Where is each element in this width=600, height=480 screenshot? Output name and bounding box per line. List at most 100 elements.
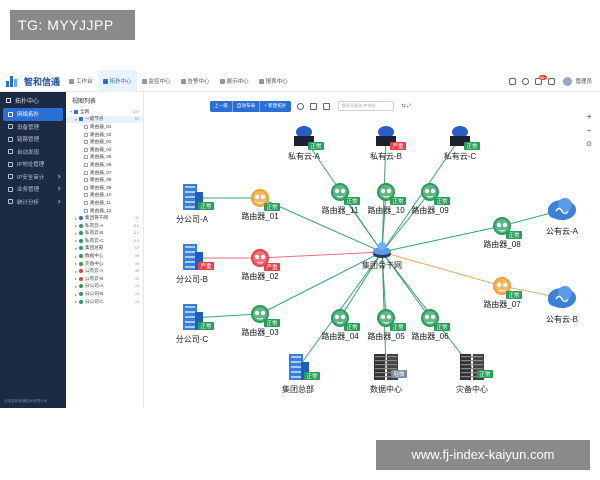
topology-graph[interactable]: 正常私有云-A严重私有云-B正常私有云-C正常路由器_01正常路由器_11正常路… bbox=[144, 92, 600, 408]
refresh-icon[interactable] bbox=[296, 102, 304, 110]
link-line[interactable] bbox=[259, 197, 383, 253]
tree-node[interactable]: 路由器_11 bbox=[66, 199, 143, 207]
zoom-in-button[interactable]: + bbox=[586, 112, 592, 121]
tree-checkbox[interactable] bbox=[84, 178, 88, 183]
expand-toggle-icon[interactable]: ▸ bbox=[75, 268, 78, 274]
tree-node[interactable]: 路由器_02 bbox=[66, 131, 143, 139]
sidebar-item[interactable]: IP安全审计 bbox=[0, 171, 66, 184]
sidebar-item[interactable]: 链路管理 bbox=[0, 133, 66, 146]
tree-node[interactable]: 路由器_09 bbox=[66, 184, 143, 192]
tree-checkbox[interactable] bbox=[84, 193, 88, 198]
expand-toggle-icon[interactable]: ▸ bbox=[75, 291, 78, 297]
tree-node[interactable]: 路由器_03 bbox=[66, 138, 143, 146]
toolbar-button[interactable]: 自动布局 bbox=[233, 100, 261, 112]
expand-toggle-icon[interactable]: ▸ bbox=[75, 261, 78, 267]
tree-checkbox[interactable] bbox=[74, 109, 78, 114]
tree-node[interactable]: 路由器_04 bbox=[66, 146, 143, 154]
link-line[interactable] bbox=[381, 251, 503, 287]
topology-node[interactable]: 公有云-A bbox=[546, 198, 579, 236]
top-nav-item[interactable]: 拓扑中心 bbox=[97, 70, 137, 92]
layout-tools[interactable]: ⇆ ⤢ bbox=[401, 103, 412, 109]
expand-toggle-icon[interactable]: ▸ bbox=[75, 245, 78, 251]
top-nav-item[interactable]: 监控中心 bbox=[137, 70, 176, 92]
top-nav-item[interactable]: 展示中心 bbox=[215, 70, 254, 92]
device-search-input[interactable]: 搜索设备名/IP地址 bbox=[337, 101, 394, 111]
top-nav-item[interactable]: 报表中心 bbox=[254, 70, 293, 92]
tree-checkbox[interactable] bbox=[84, 200, 88, 205]
zoom-reset-button[interactable]: ⊙ bbox=[586, 141, 592, 148]
link-line[interactable] bbox=[381, 191, 387, 253]
tree-checkbox[interactable] bbox=[84, 132, 88, 137]
expand-toggle-icon[interactable]: ▸ bbox=[75, 230, 78, 236]
toolbar-button[interactable]: 上一级 bbox=[210, 100, 233, 112]
sidebar-item[interactable]: 设备管理 bbox=[0, 121, 66, 134]
toolbar-button[interactable]: + 新建拓扑 bbox=[264, 103, 287, 108]
help-icon[interactable] bbox=[522, 77, 530, 85]
sidebar-item[interactable]: 自动发现 bbox=[0, 146, 66, 159]
tree-node[interactable]: 路由器_07 bbox=[66, 169, 143, 177]
sidebar-item[interactable]: 统计分析 bbox=[0, 196, 66, 209]
link-line[interactable] bbox=[381, 191, 431, 253]
link-line[interactable] bbox=[381, 225, 503, 253]
zoom-out-button[interactable]: − bbox=[586, 126, 592, 135]
fullscreen-icon[interactable] bbox=[309, 102, 317, 110]
username[interactable]: 管理员 bbox=[575, 79, 592, 85]
tree-checkbox[interactable] bbox=[84, 162, 88, 167]
link-line[interactable] bbox=[381, 137, 461, 253]
core-network-node[interactable]: 集团骨干网 bbox=[362, 242, 402, 270]
link-line[interactable] bbox=[259, 251, 383, 259]
tree-node[interactable]: 路由器_06 bbox=[66, 161, 143, 169]
tree-checkbox[interactable] bbox=[84, 124, 88, 129]
tree-checkbox[interactable] bbox=[84, 185, 88, 190]
bell-icon[interactable]: 99+ bbox=[535, 74, 548, 85]
tree-checkbox[interactable] bbox=[84, 155, 88, 160]
tree-checkbox[interactable] bbox=[84, 208, 88, 213]
expand-toggle-icon[interactable]: ▸ bbox=[75, 253, 78, 259]
lock-icon[interactable] bbox=[548, 77, 556, 85]
tree-checkbox[interactable] bbox=[84, 140, 88, 145]
tree-checkbox[interactable] bbox=[84, 147, 88, 152]
sidebar-item[interactable]: IP地址管理 bbox=[0, 158, 66, 171]
tree-node[interactable]: 路由器_01 bbox=[66, 123, 143, 131]
topology-node[interactable]: 公有云-B bbox=[546, 286, 578, 324]
tree-checkbox[interactable] bbox=[79, 117, 83, 122]
link-line[interactable] bbox=[259, 251, 383, 315]
avatar[interactable] bbox=[563, 76, 573, 86]
expand-toggle-icon[interactable]: ▾ bbox=[70, 109, 73, 115]
expand-toggle-icon[interactable]: ▸ bbox=[75, 276, 78, 282]
tree-node[interactable]: 路由器_10 bbox=[66, 192, 143, 200]
link-line[interactable] bbox=[339, 251, 383, 319]
expand-toggle-icon[interactable]: ▸ bbox=[75, 238, 78, 244]
save-icon[interactable] bbox=[322, 102, 330, 110]
link-line[interactable] bbox=[191, 313, 261, 319]
